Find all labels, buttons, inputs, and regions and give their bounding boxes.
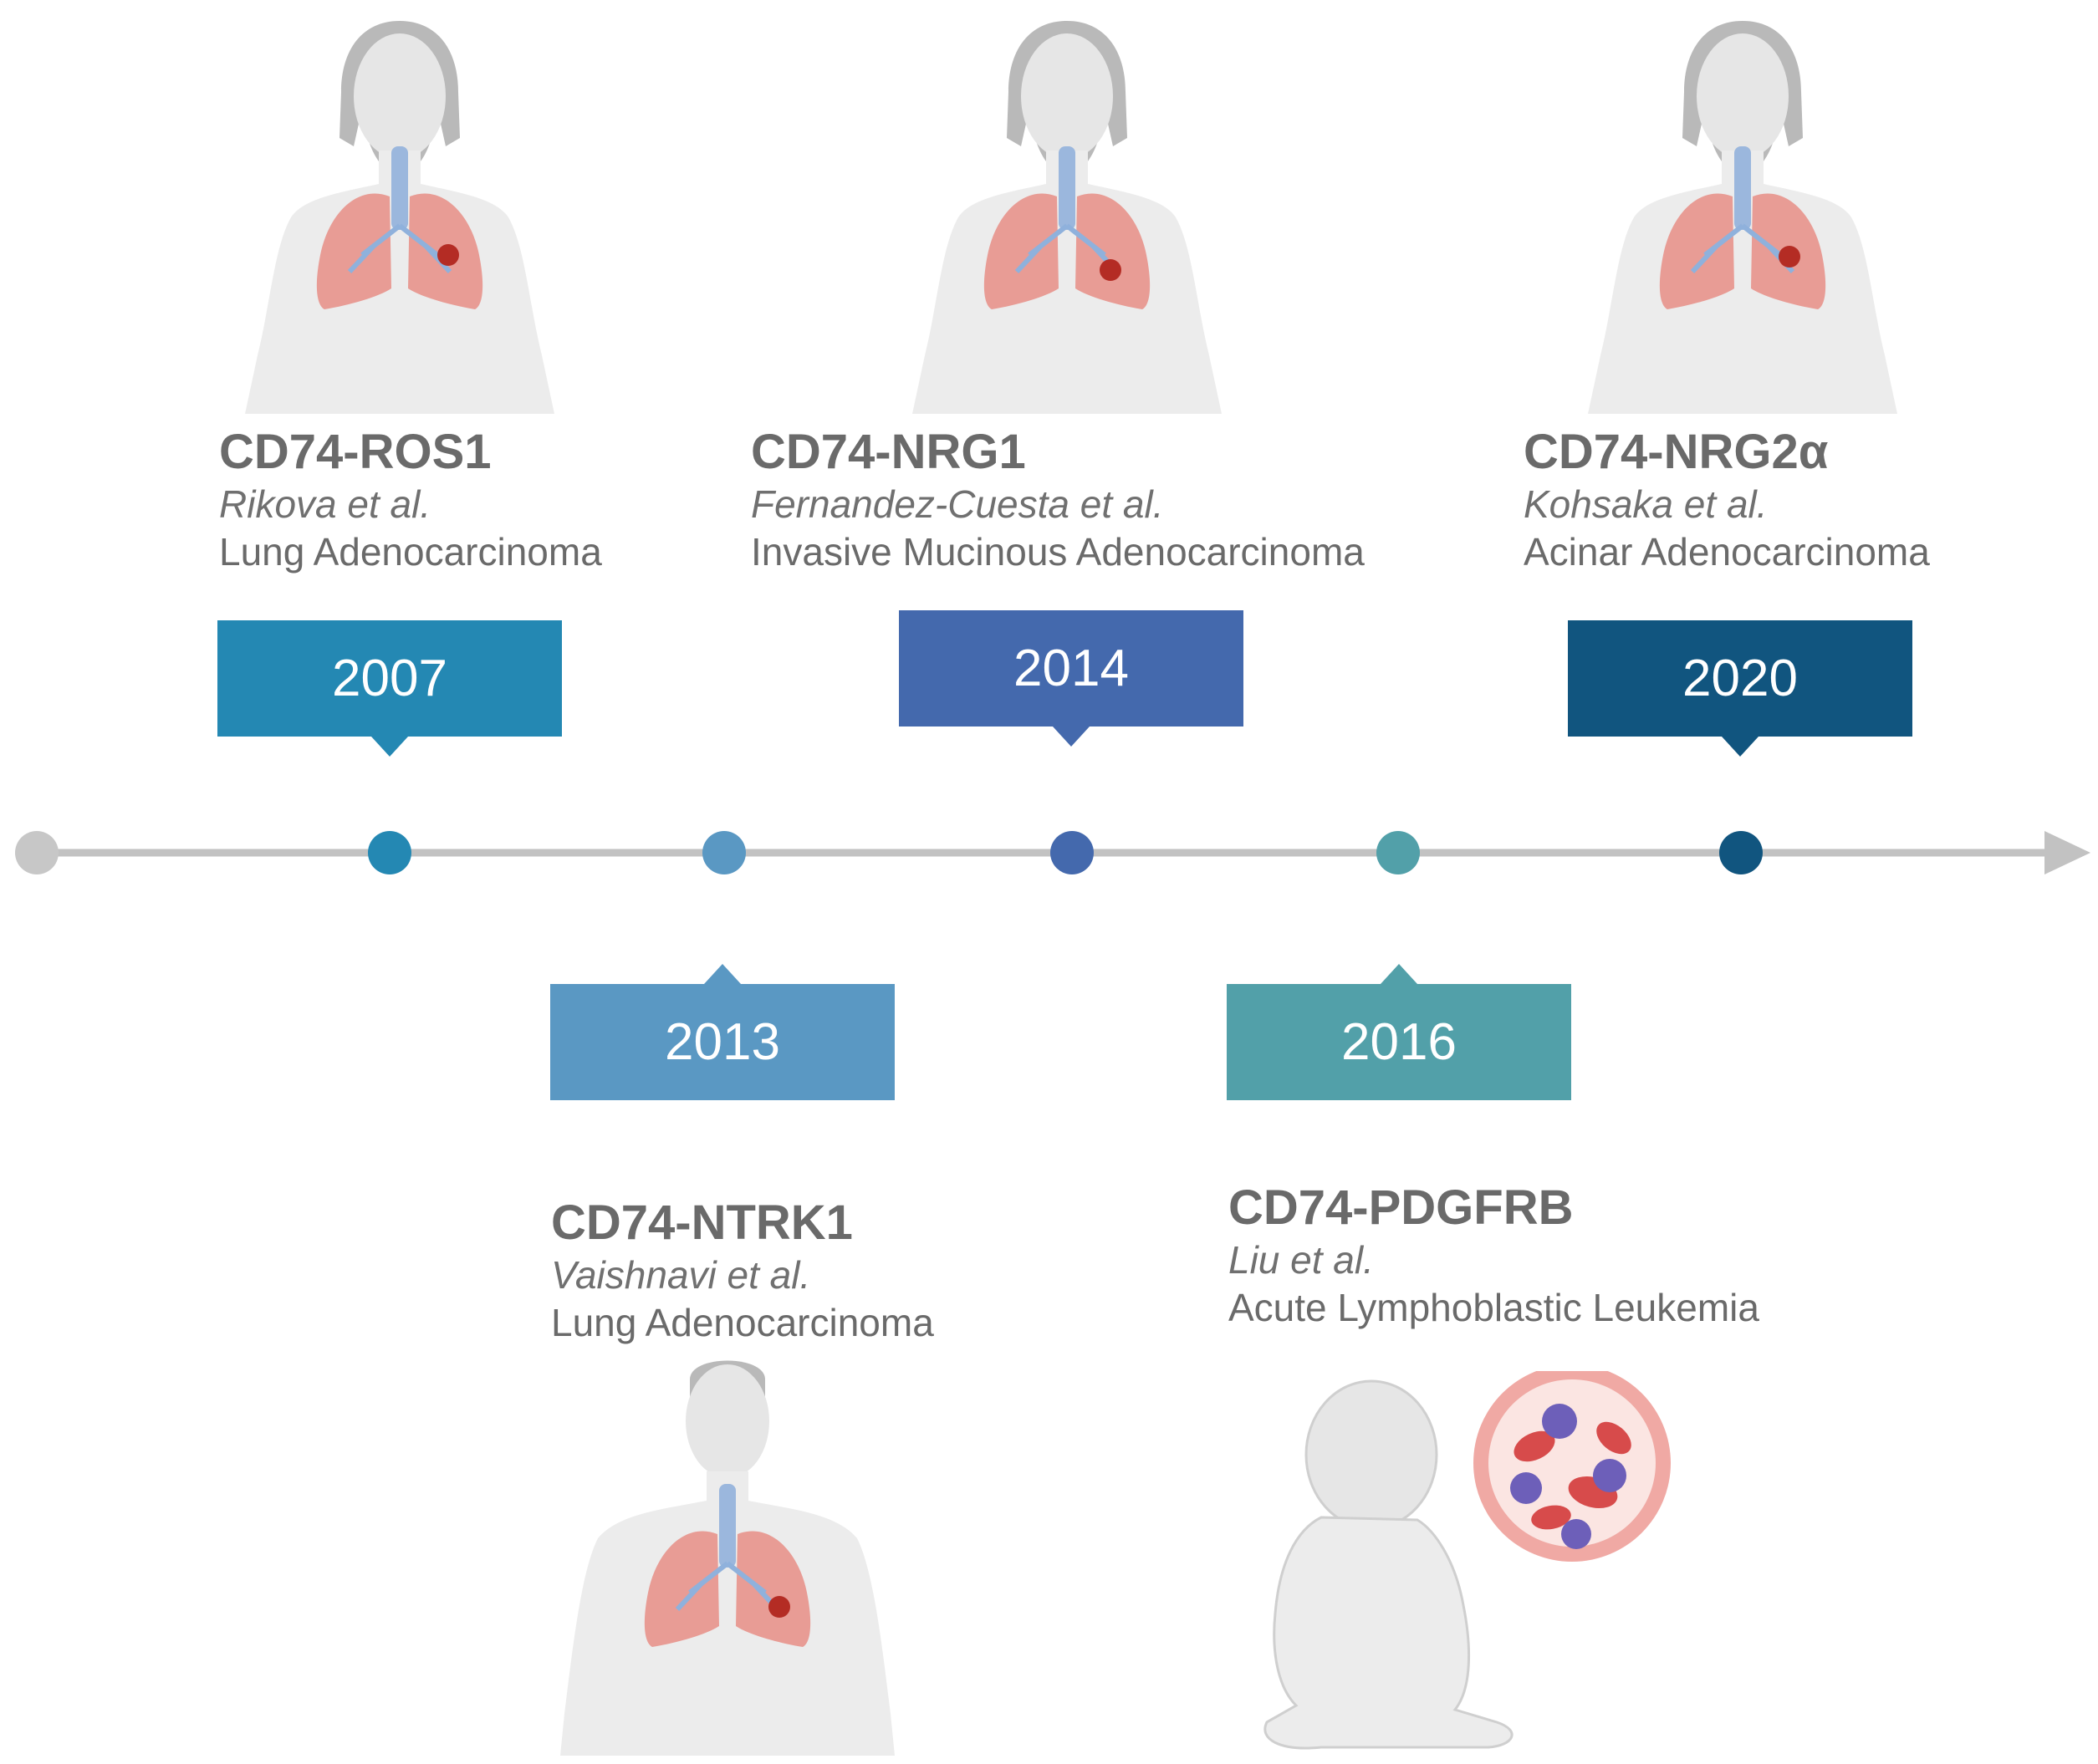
timeline-start-dot bbox=[15, 831, 59, 874]
lung-right bbox=[1659, 193, 1734, 309]
bronchi bbox=[675, 1561, 780, 1612]
female-lungs-illustration bbox=[1588, 21, 1897, 414]
trachea bbox=[1059, 146, 1075, 230]
bronchi bbox=[347, 223, 452, 274]
disease-name: Invasive Mucinous Adenocarcinoma bbox=[751, 530, 1365, 574]
event-2013-text: CD74-NTRK1 Vaishnavi et al. Lung Adenoca… bbox=[551, 1196, 934, 1346]
male-lungs-illustration bbox=[560, 1360, 895, 1756]
timeline-arrowhead bbox=[2044, 831, 2090, 874]
torso-figure bbox=[245, 21, 554, 414]
infant-leukemia-illustration bbox=[1263, 1371, 1671, 1750]
event-2016-text: CD74-PDGFRB Liu et al. Acute Lymphoblast… bbox=[1228, 1180, 1759, 1331]
author-citation: Liu et al. bbox=[1228, 1238, 1374, 1282]
trachea bbox=[719, 1484, 736, 1568]
timeline-dot-2020 bbox=[1719, 831, 1763, 874]
bronchi bbox=[1014, 223, 1120, 274]
year-box-2007: 2007 bbox=[217, 620, 562, 757]
year-box-2013: 2013 bbox=[550, 964, 895, 1100]
female-lungs-illustration bbox=[245, 21, 554, 414]
lung-left bbox=[1075, 193, 1151, 309]
event-2014-text: CD74-NRG1 Fernandez-Cuesta et al. Invasi… bbox=[751, 425, 1365, 575]
year-label-2020: 2020 bbox=[1682, 650, 1798, 707]
lung-right bbox=[644, 1531, 719, 1647]
disease-name: Acute Lymphoblastic Leukemia bbox=[1228, 1286, 1759, 1329]
timeline-dot-2014 bbox=[1050, 831, 1094, 874]
event-2007-text: CD74-ROS1 Rikova et al. Lung Adenocarcin… bbox=[219, 425, 602, 575]
disease-name: Lung Adenocarcinoma bbox=[551, 1301, 934, 1344]
trachea bbox=[391, 146, 408, 230]
tumor-nodule bbox=[1100, 259, 1121, 281]
trachea bbox=[1734, 146, 1751, 230]
torso-figure bbox=[1588, 21, 1897, 414]
year-label-2016: 2016 bbox=[1341, 1013, 1457, 1071]
disease-name: Acinar Adenocarcinoma bbox=[1524, 530, 1930, 574]
disease-name: Lung Adenocarcinoma bbox=[219, 530, 602, 574]
fusion-name: CD74-NRG2α bbox=[1524, 425, 1829, 479]
timeline-dot-2016 bbox=[1376, 831, 1420, 874]
author-citation: Rikova et al. bbox=[219, 482, 431, 526]
timeline-axis bbox=[15, 831, 2090, 874]
fusion-name: CD74-ROS1 bbox=[219, 425, 492, 479]
tumor-nodule bbox=[768, 1596, 790, 1618]
lung-right bbox=[316, 193, 391, 309]
torso-figure bbox=[912, 21, 1222, 414]
fusion-name: CD74-NTRK1 bbox=[551, 1196, 853, 1250]
female-lungs-illustration bbox=[912, 21, 1222, 414]
timeline-dot-2007 bbox=[368, 831, 411, 874]
event-2020-text: CD74-NRG2α Kohsaka et al. Acinar Adenoca… bbox=[1524, 425, 1930, 575]
timeline-dot-2013 bbox=[702, 831, 746, 874]
bronchi bbox=[1690, 223, 1795, 274]
lung-left bbox=[736, 1531, 811, 1647]
author-citation: Vaishnavi et al. bbox=[551, 1253, 811, 1297]
blood-cells-icon bbox=[1473, 1371, 1671, 1562]
tumor-nodule bbox=[437, 244, 459, 266]
fusion-name: CD74-PDGFRB bbox=[1228, 1180, 1574, 1235]
fusion-name: CD74-NRG1 bbox=[751, 425, 1026, 479]
author-citation: Fernandez-Cuesta et al. bbox=[751, 482, 1164, 526]
torso-figure bbox=[560, 1360, 895, 1756]
infant-figure bbox=[1263, 1379, 1514, 1750]
year-box-2020: 2020 bbox=[1568, 620, 1912, 757]
year-box-2014: 2014 bbox=[899, 610, 1243, 747]
author-citation: Kohsaka et al. bbox=[1524, 482, 1768, 526]
year-label-2007: 2007 bbox=[332, 650, 447, 707]
year-box-2016: 2016 bbox=[1227, 964, 1571, 1100]
lung-right bbox=[983, 193, 1059, 309]
year-label-2014: 2014 bbox=[1013, 640, 1129, 697]
year-label-2013: 2013 bbox=[665, 1013, 780, 1071]
tumor-nodule bbox=[1779, 246, 1800, 268]
